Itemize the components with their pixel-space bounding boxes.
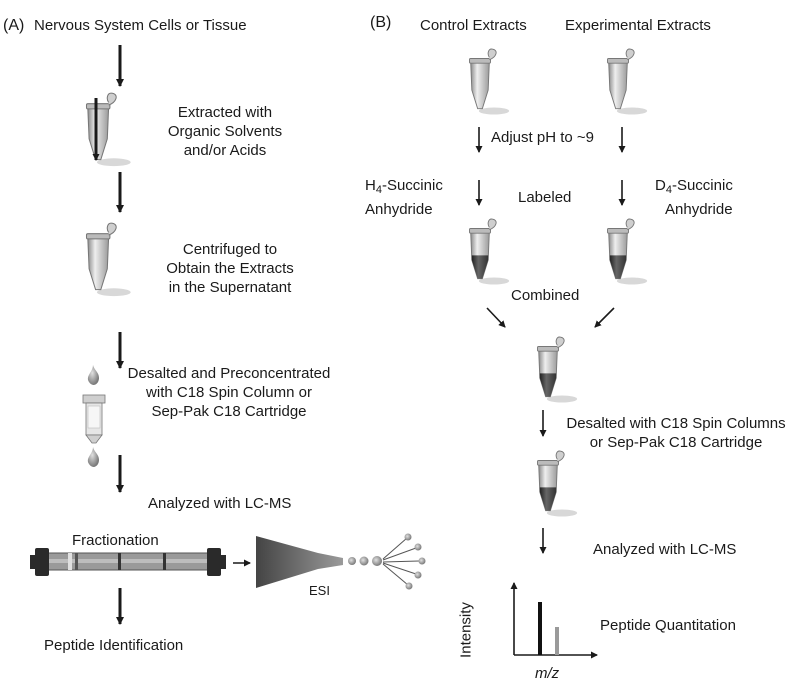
peak-h4 (538, 602, 542, 655)
tube-extraction (85, 92, 132, 167)
step-extracted: Extracted with Organic Solvents and/or A… (167, 104, 283, 159)
esi-source (256, 533, 426, 590)
peptide-identification: Peptide Identification (44, 637, 184, 654)
step-desalted-b: Desalted with C18 Spin Columns or Sep-Pa… (566, 415, 786, 451)
arrow-combine-right (594, 307, 615, 328)
labeled-label: Labeled (518, 189, 572, 206)
fractionation-label: Fractionation (72, 532, 159, 549)
arrow-combine-left (486, 307, 506, 328)
tube-experimental (607, 48, 648, 115)
step-desalted-a: Desalted and Preconcentrated with C18 Sp… (127, 365, 331, 420)
spectrum-plot (510, 582, 598, 659)
tube-control (469, 48, 510, 115)
h4-reagent-label: H4-Succinic Anhydride (365, 177, 443, 218)
adjust-ph-label: Adjust pH to ~9 (491, 129, 594, 146)
d4-reagent-label: D4-Succinic Anhydride (655, 177, 733, 218)
step-analyzed-b: Analyzed with LC-MS (593, 541, 737, 558)
spin-column (82, 365, 106, 467)
x-axis-label: m/z (535, 665, 560, 682)
panel-b-label: (B) (370, 14, 392, 31)
tube-labeled-h4 (468, 218, 510, 286)
y-axis-label: Intensity (457, 602, 475, 658)
step-centrifuged: Centrifuged to Obtain the Extracts in th… (166, 241, 294, 296)
peptide-quantitation: Peptide Quantitation (600, 617, 736, 634)
combined-label: Combined (511, 287, 580, 304)
source-label: Nervous System Cells or Tissue (34, 17, 247, 34)
tube-labeled-d4 (606, 218, 648, 286)
tube-centrifuged (85, 222, 132, 297)
step-analyzed-a: Analyzed with LC-MS (148, 495, 292, 512)
peak-d4 (555, 627, 559, 655)
panel-a-label: (A) (3, 17, 25, 34)
control-label: Control Extracts (420, 17, 527, 34)
tube-combined (536, 336, 578, 404)
esi-label: ESI (309, 583, 330, 598)
tube-desalted (536, 450, 578, 518)
experimental-label: Experimental Extracts (565, 17, 711, 34)
lc-column (30, 548, 226, 576)
